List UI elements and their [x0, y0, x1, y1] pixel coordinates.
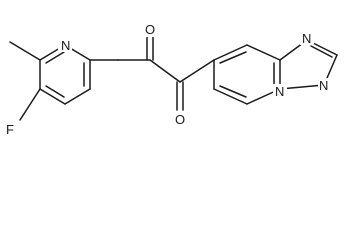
fluorine-label: F [6, 122, 14, 137]
pyridine-nitrogen-label: N [61, 38, 70, 53]
bond [246, 44, 281, 61]
triazolopyridine-pyridine-ring [213, 44, 281, 105]
double-bond-inner [310, 45, 333, 58]
chemical-structure-diagram: N O O N N N F [5, 22, 338, 137]
pyridine-ring [39, 44, 91, 105]
triazole-nitrogen-top-label: N [302, 31, 311, 46]
bond [213, 44, 248, 61]
double-bond-inner [219, 85, 247, 98]
bridgehead-nitrogen-label: N [275, 84, 284, 99]
triazole-nitrogen-right-label: N [319, 78, 328, 93]
bond [213, 88, 248, 105]
methyl-bond [9, 41, 41, 61]
top-oxygen-label: O [145, 22, 155, 37]
double-bond-inner [45, 51, 65, 64]
diketone-bridge [117, 34, 184, 111]
bottom-oxygen-label: O [175, 112, 185, 127]
bond [64, 88, 91, 105]
bond [39, 88, 66, 105]
atom-labels: N O O N N N F [5, 22, 332, 137]
bond [279, 84, 325, 90]
bond [149, 59, 181, 83]
bond [179, 59, 215, 83]
double-bond-inner [219, 51, 247, 64]
fluorine-bond [19, 88, 41, 121]
double-bond-inner [45, 85, 65, 98]
